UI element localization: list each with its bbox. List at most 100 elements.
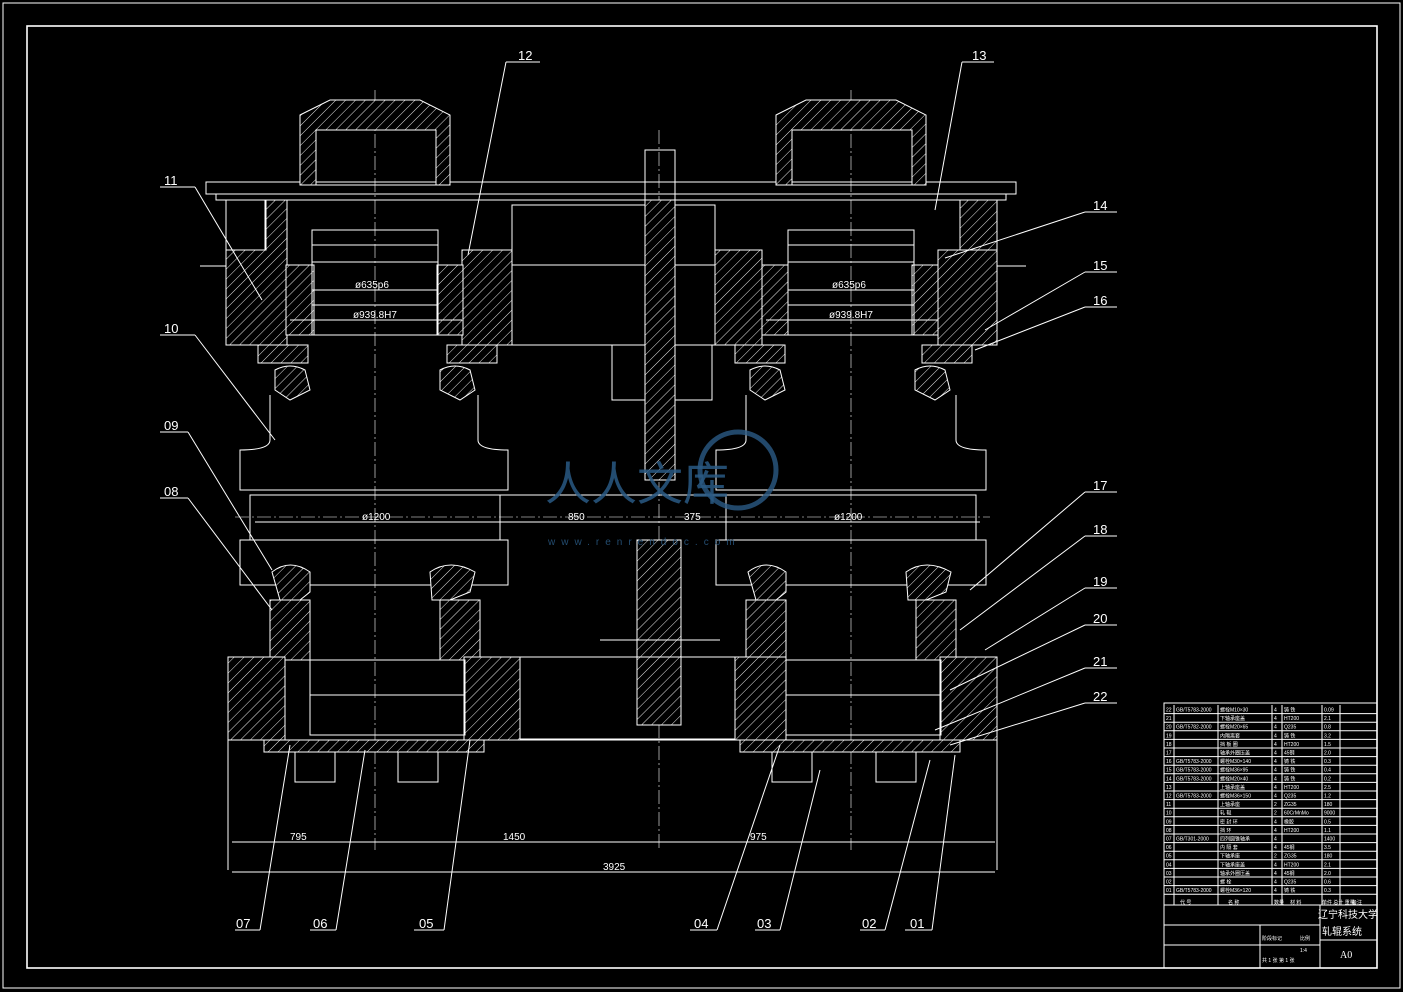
bom-cell-code: GB/T5783-2000: [1176, 768, 1212, 774]
bom-cell-no: 21: [1166, 716, 1172, 722]
label-10: 10: [164, 321, 178, 336]
bom-cell-no: 01: [1166, 888, 1172, 894]
bom-cell-no: 20: [1166, 725, 1172, 731]
bom-cell-qty: 4: [1274, 733, 1277, 739]
bom-cell-name: 内隔离套: [1220, 732, 1240, 739]
bom-cell-mat: HT200: [1284, 716, 1299, 722]
dim-bore-left: ø635p6: [355, 280, 389, 291]
bom-cell-name: 内 隔 套: [1220, 844, 1238, 851]
bom-cell-no: 04: [1166, 862, 1172, 868]
bom-cell-name: 上轴承座: [1220, 801, 1240, 808]
bom-cell-name: 四列圆锥轴承: [1220, 836, 1250, 843]
label-12: 12: [518, 48, 532, 63]
bom-cell-qty: 4: [1274, 819, 1277, 825]
bom-header-name: 名 称: [1228, 899, 1239, 906]
left-top-chock: [225, 99, 513, 401]
bom-cell-mat: Q235: [1284, 794, 1296, 800]
bom-cell-mat: 60CrMnMo: [1284, 811, 1309, 817]
bom-cell-no: 19: [1166, 733, 1172, 739]
bom-cell-qty: 4: [1274, 880, 1277, 886]
school-name: 辽宁科技大学: [1318, 908, 1378, 921]
bom-cell-code: GB/T301-2000: [1176, 837, 1209, 843]
bom-cell-no: 18: [1166, 742, 1172, 748]
bom-cell-note: 1.2: [1324, 794, 1331, 800]
bom-cell-note: 9000: [1324, 811, 1335, 817]
bom-cell-note: 2.1: [1324, 862, 1331, 868]
label-20: 20: [1093, 611, 1107, 626]
bom-header-code: 代 号: [1180, 899, 1191, 906]
label-05: 05: [419, 916, 433, 931]
bom-cell-note: 1.5: [1324, 742, 1331, 748]
dim-bore-right: ø635p6: [832, 280, 866, 291]
bom-cell-mat: HT200: [1284, 828, 1299, 834]
bom-cell-mat: 45钢: [1284, 844, 1295, 851]
drawing-title: 轧辊系统: [1322, 925, 1362, 938]
bom-header-note: 备注: [1352, 899, 1362, 906]
dim-375: 375: [684, 512, 701, 523]
right-bottom-chock: [734, 564, 998, 783]
dim-850: 850: [568, 512, 585, 523]
bom-cell-mat: 铸 铁: [1284, 758, 1295, 765]
dim-housing-right: ø939.8H7: [829, 310, 873, 321]
bom-cell-no: 05: [1166, 854, 1172, 860]
bom-cell-code: GB/T5783-2000: [1176, 888, 1212, 894]
stage-label: 阶段标记: [1262, 935, 1282, 942]
bom-cell-mat: Q235: [1284, 725, 1296, 731]
bom-cell-qty: 4: [1274, 716, 1277, 722]
bom-cell-qty: 4: [1274, 725, 1277, 731]
bom-cell-qty: 4: [1274, 828, 1277, 834]
bom-cell-note: 180: [1324, 802, 1333, 808]
bom-cell-mat: ZG35: [1284, 802, 1297, 808]
bom-cell-qty: 4: [1274, 768, 1277, 774]
bom-cell-code: GB/T5783-2000: [1176, 759, 1212, 765]
part-labels: 12 13 11 14 15 16 10 09 08 17 18 19 20 2…: [164, 48, 1107, 931]
bom-cell-qty: 4: [1274, 837, 1277, 843]
leader-lines: [160, 61, 1117, 931]
bom-cell-name: 轧 辊: [1220, 810, 1231, 817]
bom-cell-name: 螺栓M20×65: [1220, 724, 1248, 731]
bom-cell-mat: 橡胶: [1284, 818, 1294, 825]
bom-cell-no: 12: [1166, 794, 1172, 800]
bom-cell-name: 螺 栓: [1220, 879, 1231, 886]
bom-cell-name: 螺栓M10×30: [1220, 707, 1248, 714]
bom-cell-name: 下轴承座盖: [1220, 715, 1245, 722]
label-22: 22: [1093, 689, 1107, 704]
bom-cell-no: 11: [1166, 802, 1171, 808]
bom-cell-no: 10: [1166, 811, 1172, 817]
bom-cell-name: 下轴承座盖: [1220, 861, 1245, 868]
label-04: 04: [694, 916, 708, 931]
label-14: 14: [1093, 198, 1107, 213]
watermark: 人人文库 www.renrendoc.com: [545, 429, 779, 548]
bom-cell-mat: HT200: [1284, 785, 1299, 791]
bom-cell-qty: 4: [1274, 708, 1277, 714]
bom-cell-mat: ZG35: [1284, 854, 1297, 860]
bom-cell-no: 16: [1166, 759, 1172, 765]
bom-cell-note: 0.6: [1324, 880, 1331, 886]
center-screw: [511, 149, 720, 726]
label-06: 06: [313, 916, 327, 931]
bom-cell-no: 22: [1166, 708, 1172, 714]
bom-cell-mat: Q235: [1284, 880, 1296, 886]
bom-cell-note: 0.3: [1324, 759, 1331, 765]
right-top-chock: [714, 99, 998, 401]
bom-cell-note: 2.1: [1324, 716, 1331, 722]
bom-cell-note: 0.4: [1324, 768, 1331, 774]
dim-roll-dia: ø1200: [362, 512, 391, 523]
dim-housing-left: ø939.8H7: [353, 310, 397, 321]
bom-cell-mat: 铸 铁: [1284, 732, 1295, 739]
bom-cell-no: 13: [1166, 785, 1172, 791]
bom-cell-note: 3.5: [1324, 845, 1331, 851]
bom-cell-qty: 4: [1274, 751, 1277, 757]
bom-cell-mat: 铸 铁: [1284, 887, 1295, 894]
bottom-roll: [239, 539, 987, 586]
bottom-mid: [227, 656, 998, 870]
bom-cell-mat: 45钢: [1284, 870, 1295, 877]
dim-roll-dia-right: ø1200: [834, 512, 863, 523]
bom-cell-qty: 2: [1274, 802, 1277, 808]
bom-cell-mat: 铸 铁: [1284, 767, 1295, 774]
bom-cell-no: 15: [1166, 768, 1172, 774]
bom-cell-no: 17: [1166, 751, 1172, 757]
bom-cell-no: 06: [1166, 845, 1172, 851]
